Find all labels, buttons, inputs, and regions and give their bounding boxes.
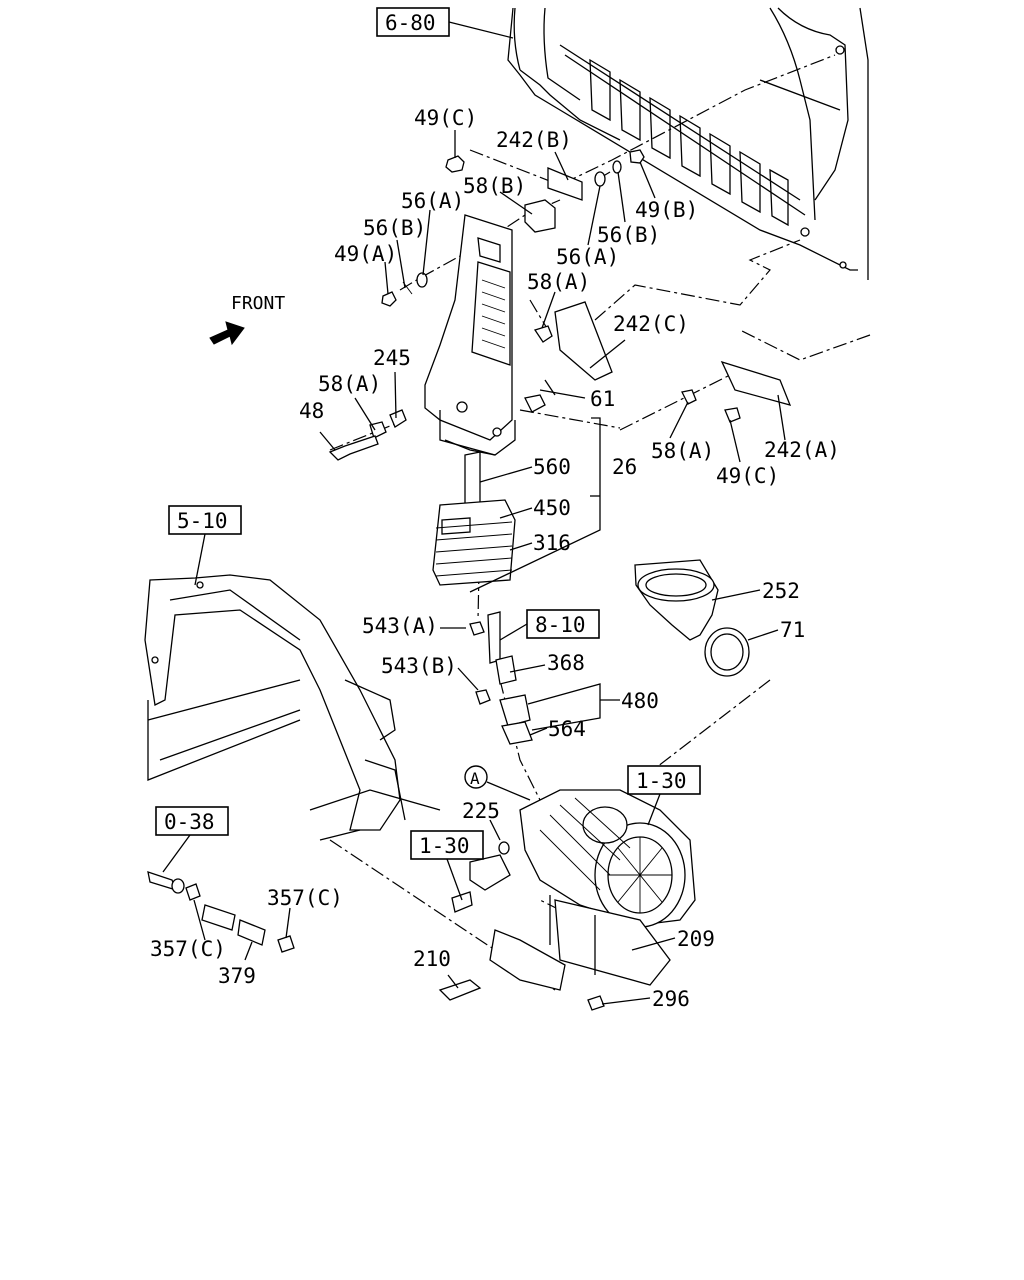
callout-252: 252 (762, 579, 800, 603)
callout-245: 245 (373, 346, 411, 370)
svg-text:5-10: 5-10 (177, 509, 228, 533)
callout-480: 480 (621, 689, 659, 713)
callout-58a-right: 58(A) (651, 439, 714, 463)
callout-225: 225 (462, 799, 500, 823)
callout-357c-right: 357(C) (267, 886, 343, 910)
callout-49b: 49(B) (635, 198, 698, 222)
callout-56b-left: 56(B) (363, 216, 426, 240)
callout-58b: 58(B) (463, 174, 526, 198)
ref-box-5-10[interactable]: 5-10 (168, 505, 242, 586)
hose-parts (147, 871, 295, 953)
mount-bracket (451, 841, 511, 913)
callout-543b: 543(B) (381, 654, 457, 678)
callout-210: 210 (413, 947, 451, 971)
callout-58a-mid: 58(A) (527, 270, 590, 294)
callout-368: 368 (547, 651, 585, 675)
callout-357c-left: 357(C) (150, 937, 226, 961)
svg-text:A: A (470, 769, 480, 788)
ref-box-6-80[interactable]: 6-80 (376, 7, 514, 39)
callout-564: 564 (548, 717, 586, 741)
callout-49c-right: 49(C) (716, 464, 779, 488)
air-cleaner (438, 789, 696, 1011)
callout-leaders (193, 130, 786, 1005)
callout-209: 209 (677, 927, 715, 951)
callout-26: 26 (612, 455, 637, 479)
callout-56a-left: 56(A) (401, 189, 464, 213)
callout-450: 450 (533, 496, 571, 520)
callout-58a-left: 58(A) (318, 372, 381, 396)
callout-49a: 49(A) (334, 242, 397, 266)
callout-560: 560 (533, 455, 571, 479)
callout-48: 48 (299, 399, 324, 423)
callout-49c-top: 49(C) (414, 106, 477, 130)
callout-242b: 242(B) (496, 128, 572, 152)
callout-296: 296 (652, 987, 690, 1011)
front-label: FRONT (231, 293, 285, 314)
svg-text:8-10: 8-10 (535, 613, 586, 637)
svg-text:1-30: 1-30 (419, 834, 470, 858)
svg-text:6-80: 6-80 (385, 11, 436, 35)
ref-box-0-38[interactable]: 0-38 (155, 806, 229, 873)
outlet-duct (424, 214, 516, 456)
boot-assembly (432, 451, 516, 586)
callout-242a: 242(A) (764, 438, 840, 462)
callout-56a-right: 56(A) (556, 245, 619, 269)
ref-box-1-30-left[interactable]: 1-30 (410, 830, 484, 901)
callout-56b-right: 56(B) (597, 223, 660, 247)
svg-text:0-38: 0-38 (164, 810, 215, 834)
callout-71: 71 (780, 618, 805, 642)
svg-text:1-30: 1-30 (636, 769, 687, 793)
callout-316: 316 (533, 531, 571, 555)
callout-242c: 242(C) (613, 312, 689, 336)
cab-back-panel (507, 7, 869, 280)
circle-ref-a: A (464, 765, 531, 801)
callout-labels: 49(C) 242(B) 58(B) 56(A) 56(B) 49(A) 49(… (150, 106, 840, 1011)
ref-box-1-30-right[interactable]: 1-30 (627, 765, 701, 826)
sensor-group (469, 611, 533, 745)
frame-crossmember (144, 574, 441, 841)
fasteners-group (328, 149, 792, 461)
callout-379: 379 (218, 964, 256, 988)
intake-funnel (634, 559, 750, 677)
ref-box-8-10[interactable]: 8-10 (499, 609, 600, 641)
front-arrow: FRONT (209, 293, 285, 346)
callout-543a: 543(A) (362, 614, 438, 638)
callout-61: 61 (590, 387, 615, 411)
